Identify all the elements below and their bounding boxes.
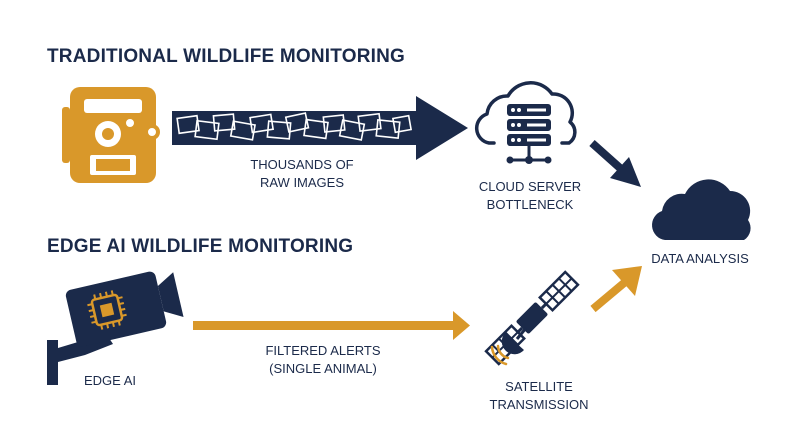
raw-images-arrow — [172, 96, 468, 160]
cloud-to-analysis-arrow — [589, 140, 641, 187]
satellite-to-analysis-arrow — [590, 266, 642, 313]
traditional-monitoring-title: TRADITIONAL WILDLIFE MONITORING — [47, 46, 406, 67]
filtered-alerts-line-1: FILTERED ALERTS — [265, 343, 381, 358]
raw-images-line-1: THOUSANDS OF — [250, 157, 354, 172]
filtered-alerts-line-2: (SINGLE ANIMAL) — [269, 361, 377, 376]
data-analysis-label: DATA ANALYSIS — [651, 251, 749, 266]
cloud-server-label: CLOUD SERVER BOTTLENECK — [465, 178, 595, 214]
trail-camera-icon — [62, 87, 160, 183]
edge-ai-label: EDGE AI — [83, 373, 137, 388]
filtered-alerts-label: FILTERED ALERTS (SINGLE ANIMAL) — [253, 342, 393, 378]
edge-ai-monitoring-title: EDGE AI WILDLIFE MONITORING — [47, 236, 354, 257]
raw-images-label: THOUSANDS OF RAW IMAGES — [232, 156, 372, 192]
raw-image-thumbnails — [176, 112, 413, 141]
satellite-line-2: TRANSMISSION — [489, 397, 589, 412]
filtered-alerts-arrow — [193, 311, 470, 340]
cloud-server-line-2: BOTTLENECK — [486, 197, 574, 212]
satellite-icon — [484, 270, 580, 366]
edge-ai-camera-icon — [47, 271, 184, 385]
cloud-icon — [652, 179, 751, 240]
satellite-label: SATELLITE TRANSMISSION — [474, 378, 604, 414]
cloud-server-icon — [474, 81, 577, 164]
satellite-line-1: SATELLITE — [505, 379, 573, 394]
raw-images-line-2: RAW IMAGES — [259, 175, 345, 190]
cloud-server-line-1: CLOUD SERVER — [478, 179, 582, 194]
